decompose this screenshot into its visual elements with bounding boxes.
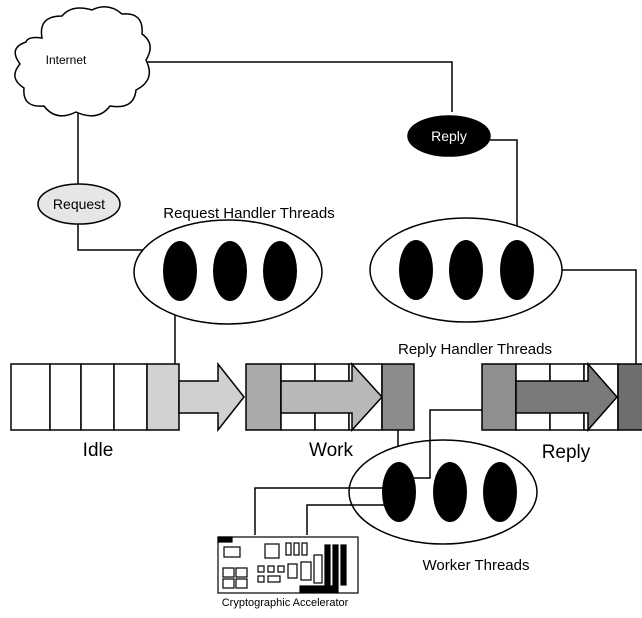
reply-queue bbox=[481, 362, 642, 432]
accelerator-chip-2 bbox=[264, 543, 280, 559]
accelerator-edge-connector bbox=[299, 585, 339, 593]
idle-cell-5 bbox=[146, 363, 180, 431]
idle-cell-2 bbox=[49, 363, 82, 431]
idle-label: Idle bbox=[83, 440, 114, 461]
reply-handler-threads-label: Reply Handler Threads bbox=[398, 341, 552, 358]
request-handler-thread-2 bbox=[213, 241, 247, 301]
request-handler-threads-label: Request Handler Threads bbox=[163, 205, 335, 222]
accelerator-bracket bbox=[217, 536, 233, 543]
request-label: Request bbox=[53, 196, 105, 212]
internet-to-reply-line bbox=[135, 61, 453, 112]
request-bubble-shape bbox=[37, 183, 121, 225]
accelerator-slot-2 bbox=[324, 544, 331, 586]
reply-handler-thread-3 bbox=[500, 240, 534, 300]
internet-cloud: Internet bbox=[14, 6, 151, 117]
accelerator-chip-14 bbox=[267, 575, 281, 583]
reply-handler-pool: Reply Handler Threads bbox=[369, 217, 563, 358]
idle-cell-1 bbox=[10, 363, 51, 431]
work-cell-1 bbox=[245, 363, 282, 431]
accelerator-chip-5 bbox=[301, 542, 308, 556]
accelerator-chip-10 bbox=[257, 565, 265, 573]
reply-bubble-shape bbox=[407, 115, 491, 157]
request-bubble: Request bbox=[37, 183, 121, 225]
accelerator-slot-4 bbox=[340, 544, 347, 586]
work-arrow bbox=[280, 362, 384, 432]
accelerator-chip-9 bbox=[235, 578, 248, 589]
request-handler-thread-1 bbox=[163, 241, 197, 301]
accelerator-chip-1 bbox=[223, 546, 241, 558]
crypto-accelerator-label: Cryptographic Accelerator bbox=[222, 597, 349, 609]
reply-cell-1 bbox=[481, 363, 517, 431]
accelerator-chip-3 bbox=[285, 542, 292, 556]
reply-to-reply-handler-line bbox=[490, 139, 518, 247]
worker-line-overlay-3 bbox=[412, 441, 431, 479]
accelerator-chip-7 bbox=[235, 567, 248, 578]
idle-cell-4 bbox=[113, 363, 148, 431]
request-handler-pool: Request Handler Threads bbox=[133, 205, 335, 325]
idle-cell-3 bbox=[80, 363, 115, 431]
worker-thread-1 bbox=[382, 462, 416, 522]
accelerator-slot-1 bbox=[313, 554, 323, 584]
reply-bubble-label: Reply bbox=[431, 128, 467, 144]
idle-queue bbox=[10, 363, 180, 431]
worker-to-accelerator-line-1 bbox=[254, 487, 385, 535]
work-label: Work bbox=[309, 440, 353, 461]
accelerator-chip-13 bbox=[257, 575, 265, 583]
idle-to-work-arrow bbox=[178, 361, 245, 433]
internet-label: Internet bbox=[46, 53, 87, 67]
reply-arrow bbox=[515, 362, 618, 432]
accelerator-chip-6 bbox=[222, 567, 235, 578]
work-queue bbox=[245, 362, 415, 432]
worker-threads-label: Worker Threads bbox=[423, 557, 530, 574]
reply-bubble: Reply bbox=[407, 115, 491, 157]
worker-thread-3 bbox=[483, 462, 517, 522]
accelerator-chip-15 bbox=[287, 563, 298, 579]
cloud-icon bbox=[14, 6, 151, 117]
worker-line-overlay bbox=[350, 441, 431, 506]
accelerator-chip-16 bbox=[300, 561, 312, 581]
connector-lines bbox=[77, 61, 637, 535]
reply-handler-to-queue-line bbox=[535, 269, 637, 364]
accelerator-card-icon bbox=[217, 536, 359, 594]
reply-end-cell bbox=[617, 363, 642, 431]
work-end-cell bbox=[381, 363, 415, 431]
accelerator-chip-4 bbox=[293, 542, 300, 556]
worker-thread-2 bbox=[433, 462, 467, 522]
accelerator-chip-12 bbox=[277, 565, 285, 573]
reply-queue-label: Reply bbox=[542, 442, 591, 463]
reply-handler-thread-2 bbox=[449, 240, 483, 300]
accelerator-slot-3 bbox=[332, 544, 339, 586]
reply-handler-thread-1 bbox=[399, 240, 433, 300]
accelerator-chip-11 bbox=[267, 565, 275, 573]
worker-pool: Worker Threads bbox=[348, 439, 538, 574]
request-handler-thread-3 bbox=[263, 241, 297, 301]
accelerator-chip-8 bbox=[222, 578, 235, 589]
